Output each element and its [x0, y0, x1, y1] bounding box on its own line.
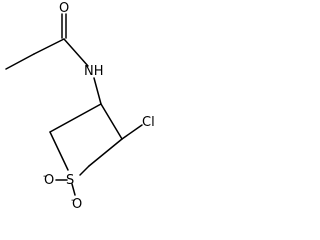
- nitrogen-hydrogen-label: NH: [84, 64, 104, 79]
- bond-ethyl-terminal: [5, 53, 35, 70]
- chemical-structure-diagram: O NH Cl S O O - -: [5, 1, 155, 212]
- chlorine-label: Cl: [142, 115, 155, 130]
- oxygen-label: O: [59, 1, 69, 16]
- bond-ring-c2-c3: [49, 103, 102, 133]
- bond-ring-c5-sulfur: [79, 165, 90, 176]
- sulfur-label: S: [66, 173, 74, 188]
- bond-carbonyl-to-nitrogen: [63, 38, 89, 67]
- sulfur-oxygen-top-label: O: [44, 173, 54, 188]
- bond-ring-to-chlorine: [121, 124, 143, 140]
- charge-top: -: [43, 171, 47, 182]
- bond-ring-c3-c4: [100, 103, 123, 140]
- charge-bottom: -: [71, 195, 75, 206]
- bond-nitrogen-to-ring: [93, 77, 102, 105]
- bond-ring-sulfur-c2: [49, 131, 69, 171]
- bond-ethyl-to-carbonyl: [33, 38, 65, 55]
- sulfur-oxygen-bottom-label: O: [72, 197, 82, 212]
- bond-sulfur-oxygen-bottom: [71, 183, 76, 196]
- bond-ring-c4-c5: [88, 138, 123, 167]
